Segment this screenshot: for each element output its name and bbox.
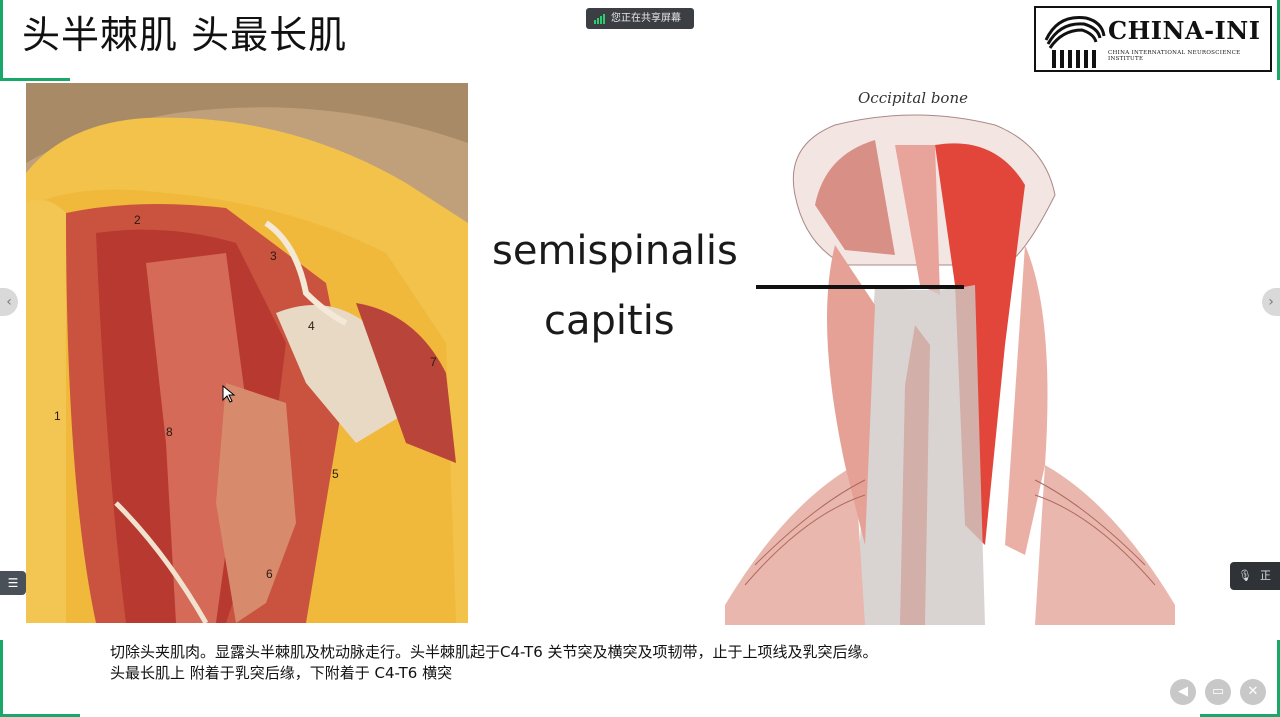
caption-line-1: 切除头夹肌肉。显露头半棘肌及枕动脉走行。头半棘肌起于C4-T6 关节突及横突及项…: [110, 643, 878, 661]
close-icon: ✕: [1247, 684, 1259, 699]
mic-status-button[interactable]: 🎙 正: [1230, 562, 1280, 590]
corner-accent: [0, 640, 3, 717]
screen-share-indicator[interactable]: 您正在共享屏幕: [586, 8, 694, 29]
chevron-left-icon: ‹: [6, 294, 12, 310]
brain-logo-icon: [1044, 15, 1106, 68]
logo-name: CHINA-INI: [1108, 16, 1261, 45]
photo-label: 5: [332, 467, 339, 481]
institute-logo: CHINA-INI CHINA INTERNATIONAL NEUROSCIEN…: [1034, 6, 1272, 72]
photo-label: 2: [134, 213, 141, 227]
list-icon: ☰: [7, 576, 19, 590]
slide-list-button[interactable]: ☰: [0, 571, 26, 595]
corner-accent: [1277, 0, 1280, 80]
slide-caption: 切除头夹肌肉。显露头半棘肌及枕动脉走行。头半棘肌起于C4-T6 关节突及横突及项…: [110, 642, 1210, 684]
microphone-icon: 🎙: [1238, 569, 1252, 582]
photo-label: 7: [430, 355, 437, 369]
corner-accent: [0, 714, 80, 717]
close-button[interactable]: ✕: [1240, 679, 1266, 705]
capitis-label: capitis: [544, 298, 675, 344]
photo-label: 6: [266, 567, 273, 581]
chat-button[interactable]: ▭: [1205, 679, 1231, 705]
photo-label: 4: [308, 319, 315, 333]
semispinalis-label: semispinalis: [492, 228, 738, 274]
speaker-icon: ◀: [1178, 684, 1188, 699]
previous-slide-button[interactable]: ‹: [0, 288, 18, 316]
chat-icon: ▭: [1211, 684, 1225, 699]
chevron-right-icon: ›: [1268, 294, 1274, 310]
photo-label: 1: [54, 409, 61, 423]
logo-subtitle: CHINA INTERNATIONAL NEUROSCIENCE INSTITU…: [1108, 50, 1241, 62]
audio-button[interactable]: ◀: [1170, 679, 1196, 705]
caption-line-2: 头最长肌上 附着于乳突后缘，下附着于 C4-T6 横突: [110, 664, 453, 682]
photo-label: 8: [166, 425, 173, 439]
next-slide-button[interactable]: ›: [1262, 288, 1280, 316]
photo-label: 3: [270, 249, 277, 263]
screen-share-label: 您正在共享屏幕: [611, 13, 681, 24]
corner-accent: [0, 78, 70, 81]
mouse-cursor-icon: [222, 385, 236, 403]
dissection-photo: 1 2 3 4 5 6 7 8: [26, 83, 468, 623]
pointer-line: [756, 285, 964, 289]
corner-accent: [1277, 640, 1280, 717]
signal-icon: [594, 13, 605, 24]
corner-accent: [0, 0, 3, 80]
slide-title: 头半棘肌 头最长肌: [22, 13, 348, 57]
occipital-bone-label: Occipital bone: [858, 89, 969, 107]
anatomy-illustration: [725, 85, 1175, 625]
corner-accent: [1200, 714, 1280, 717]
mic-label: 正: [1259, 569, 1271, 582]
